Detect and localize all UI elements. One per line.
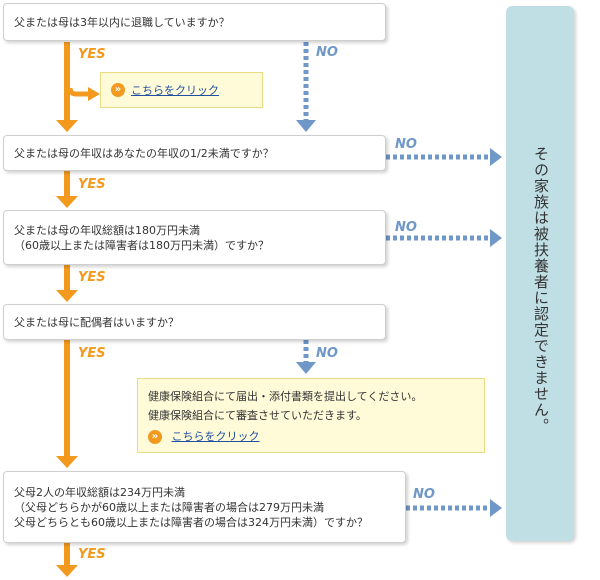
question-text: 父または母は3年以内に退職していますか？ [14, 15, 230, 29]
note-line-1: 健康保険組合にて届出・添付書類を提出してください。 [148, 390, 423, 403]
question-income-total: 父または母の年収総額は180万円未満 （60歳以上または障害者は180万円未満）… [3, 210, 386, 265]
no-label: NO [395, 137, 417, 152]
result-text: その家族は被扶養者に認定できません。 [532, 146, 550, 434]
yes-label: YES [78, 177, 106, 192]
question-text-line-1: 父または母の年収総額は180万円未満 [14, 223, 200, 237]
note-line-2: 健康保険組合にて審査させていただきます。 [148, 409, 367, 422]
click-here-link[interactable]: こちらをクリック [131, 84, 219, 97]
yes-label: YES [78, 547, 106, 562]
question-text-line-1: 父母2人の年収総額は234万円未満 [14, 485, 185, 499]
double-chevron-right-icon: » [148, 430, 162, 444]
question-text: 父または母の年収はあなたの年収の1/2未満ですか？ [14, 146, 274, 160]
question-text-line-3: 父母どちらとも60歳以上または障害者の場合は324万円未満）ですか？ [14, 515, 368, 529]
no-label: NO [316, 346, 338, 361]
click-here-link[interactable]: こちらをクリック [171, 430, 260, 443]
question-text: 父または母に配偶者はいますか？ [14, 315, 179, 329]
yes-label: YES [78, 270, 106, 285]
no-label: NO [413, 487, 435, 502]
yes-label: YES [78, 346, 106, 361]
result-panel: その家族は被扶養者に認定できません。 [506, 6, 574, 541]
no-label: NO [395, 220, 417, 235]
question-parents-income: 父母2人の年収総額は234万円未満 （父母どちらかが60歳以上または障害者の場合… [3, 471, 406, 543]
question-spouse: 父または母に配偶者はいますか？ [3, 304, 386, 340]
note-click-retired: » こちらをクリック [100, 72, 263, 108]
question-text-line-2: （60歳以上または障害者は180万円未満）ですか？ [14, 238, 269, 252]
note-submit-documents: 健康保険組合にて届出・添付書類を提出してください。 健康保険組合にて審査させてい… [137, 378, 485, 453]
question-text-line-2: （父母どちらかが60歳以上または障害者の場合は279万円未満 [14, 500, 324, 514]
double-chevron-right-icon: » [111, 83, 125, 97]
question-retirement: 父または母は3年以内に退職していますか？ [3, 3, 386, 41]
yes-label: YES [78, 47, 106, 62]
no-label: NO [316, 45, 338, 60]
question-income-half: 父または母の年収はあなたの年収の1/2未満ですか？ [3, 135, 386, 171]
